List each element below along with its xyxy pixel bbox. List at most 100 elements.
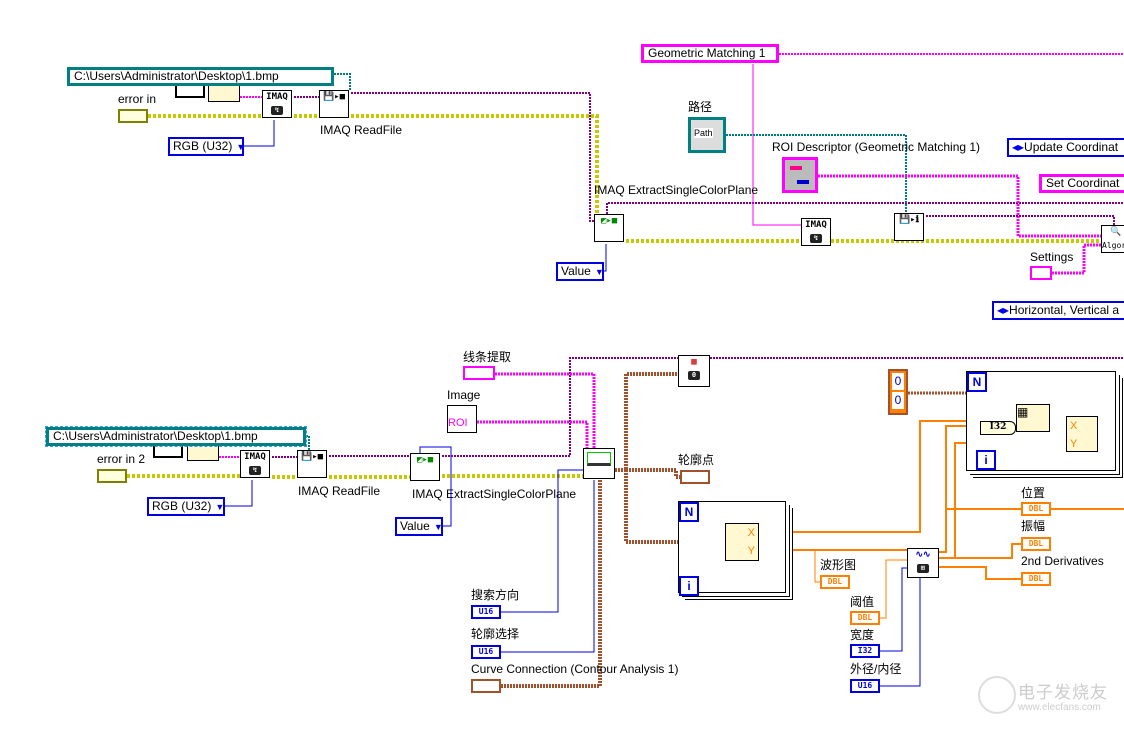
peak-wave-icon: ∿∿ <box>915 550 931 560</box>
color-plane-enum-2[interactable]: Value▼ <box>395 517 443 536</box>
roi-cluster-icon-bar <box>797 180 809 184</box>
roi-text: ROI <box>448 417 468 429</box>
imaq-dispose-node[interactable]: IMAQ↯ <box>801 218 831 246</box>
floppy-info-icon: 💾▸ℹ <box>898 215 920 225</box>
algorithm-text: Algori <box>1102 241 1124 250</box>
waveform-label: 波形图 <box>820 558 857 572</box>
width-label: 宽度 <box>850 628 875 642</box>
roi-grid-icon: ▦ <box>691 357 697 367</box>
readfile-label: IMAQ ReadFile <box>320 123 403 137</box>
floppy-icon: 💾▸■ <box>300 452 324 462</box>
waveform-indicator: DBL <box>820 575 850 589</box>
contour-select-label: 轮廓选择 <box>471 627 520 641</box>
color-plane-enum[interactable]: Value▼ <box>556 262 604 281</box>
error-in-label: error in <box>118 92 157 106</box>
readfile-label-2: IMAQ ReadFile <box>298 484 381 498</box>
geometric-matching-constant[interactable]: Geometric Matching 1 <box>641 44 779 63</box>
dropdown-arrow-icon: ▼ <box>215 502 225 512</box>
imaq-icon: ↯ <box>249 466 261 475</box>
path-constant[interactable]: C:\Users\Administrator\Desktop\1.bmp <box>67 67 334 86</box>
geometric-matching-node[interactable]: 🔍 Algori <box>1101 225 1124 253</box>
imaq-create-node-2[interactable]: IMAQ ↯ <box>240 450 270 478</box>
peak-detector-node[interactable]: ∿∿⊞ <box>907 548 939 578</box>
build-array-node[interactable]: ▦ <box>1016 404 1050 432</box>
curve-connection-label: Curve Connection (Contour Analysis 1) <box>471 662 679 676</box>
threshold-control[interactable]: DBL <box>850 611 880 625</box>
watermark-logo-icon <box>978 676 1016 714</box>
update-coordinates-enum[interactable]: ◂▸Update Coordinat <box>1007 138 1124 157</box>
roi-overlay-node[interactable]: ▦0 <box>678 355 710 387</box>
color-plane-value: Value <box>400 519 430 533</box>
watermark-url: www.elecfans.com <box>1018 702 1101 713</box>
path-control-text: Path <box>694 128 713 138</box>
settings-label: Settings <box>1030 250 1074 264</box>
path-constant-2[interactable]: C:\Users\Administrator\Desktop\1.bmp <box>45 426 307 447</box>
contour-graph-icon <box>587 452 611 466</box>
dropdown-arrow-icon: ▼ <box>594 267 604 277</box>
y-output: Y <box>747 545 755 557</box>
extract-label: IMAQ ExtractSingleColorPlane <box>594 183 759 197</box>
zero-icon: 0 <box>688 371 700 380</box>
diameter-control[interactable]: U16 <box>850 679 880 693</box>
array-element[interactable]: 0 <box>892 373 904 390</box>
enum-arrows-icon: ◂▸ <box>997 303 1010 317</box>
set-coordinates-constant[interactable]: Set Coordinat <box>1039 174 1124 193</box>
contour-select-control[interactable]: U16 <box>471 645 501 659</box>
array-element[interactable]: 0 <box>892 392 904 409</box>
dropdown-arrow-icon: ▼ <box>433 522 443 532</box>
image-roi-constant[interactable]: ROI <box>447 405 477 433</box>
enum-arrows-icon: ◂▸ <box>1012 140 1025 154</box>
position-indicator: DBL <box>1021 502 1051 516</box>
second-derivatives-label: 2nd Derivatives <box>1021 554 1104 568</box>
path-control[interactable]: Path <box>688 117 726 153</box>
contour-points-label: 轮廓点 <box>678 453 715 467</box>
image-type-enum[interactable]: RGB (U32)▼ <box>168 137 244 156</box>
bundle-node[interactable] <box>208 85 240 102</box>
threshold-label: 阈值 <box>850 595 875 609</box>
error-in-control[interactable] <box>118 109 148 123</box>
error-in-2-control[interactable] <box>97 469 127 483</box>
imaq-readfile-info-node[interactable]: 💾▸ℹ <box>894 213 924 241</box>
imaq-text: IMAQ <box>805 220 827 230</box>
path-label: 路径 <box>688 100 713 114</box>
roi-descriptor-control[interactable] <box>782 157 818 193</box>
line-extract-control[interactable] <box>463 366 495 380</box>
loop-iteration-terminal: i <box>679 576 699 596</box>
x-output: X <box>747 527 755 539</box>
imaq-text: IMAQ <box>244 452 266 462</box>
second-derivatives-indicator: DBL <box>1021 572 1051 586</box>
extract-color-plane-node-2[interactable]: ◩▸■ <box>410 453 440 481</box>
settings-control[interactable] <box>1030 266 1052 280</box>
position-label: 位置 <box>1021 486 1046 500</box>
magnifier-icon: 🔍 <box>1110 227 1122 237</box>
color-plane-icon: ◩▸■ <box>600 216 618 226</box>
watermark-text: 电子发烧友 <box>1018 683 1108 702</box>
imaq-readfile-node-2[interactable]: 💾▸■ <box>297 450 327 478</box>
loop-count-terminal: N <box>679 502 699 522</box>
search-direction-control[interactable]: U16 <box>471 605 501 619</box>
y-input: Y <box>1070 438 1078 450</box>
loop-iteration-terminal: i <box>976 450 996 470</box>
to-i32-node[interactable]: I32 <box>980 421 1016 435</box>
watermark: 电子发烧友 www.elecfans.com <box>978 672 1124 722</box>
imaq-text: IMAQ <box>266 92 288 102</box>
contour-analysis-node[interactable] <box>583 448 615 479</box>
horizontal-vertical-enum[interactable]: ◂▸Horizontal, Vertical a <box>992 301 1124 320</box>
imaq-create-node[interactable]: IMAQ↯ <box>262 90 292 118</box>
curve-connection-control[interactable] <box>471 679 501 693</box>
amplitude-label: 振幅 <box>1021 519 1046 533</box>
imaq-readfile-node[interactable]: 💾▸■ <box>319 90 349 118</box>
numeric-array-constant[interactable]: 0 0 <box>888 369 908 415</box>
image-label: Image <box>447 388 481 402</box>
color-plane-icon: ◩▸■ <box>416 455 434 465</box>
image-type-enum-2[interactable]: RGB (U32)▼ <box>147 497 225 516</box>
extract-color-plane-node[interactable]: ◩▸■ <box>594 214 624 242</box>
extract-label-2: IMAQ ExtractSingleColorPlane <box>412 487 577 501</box>
width-control[interactable]: I32 <box>850 644 880 658</box>
roi-descriptor-label: ROI Descriptor (Geometric Matching 1) <box>772 140 981 154</box>
